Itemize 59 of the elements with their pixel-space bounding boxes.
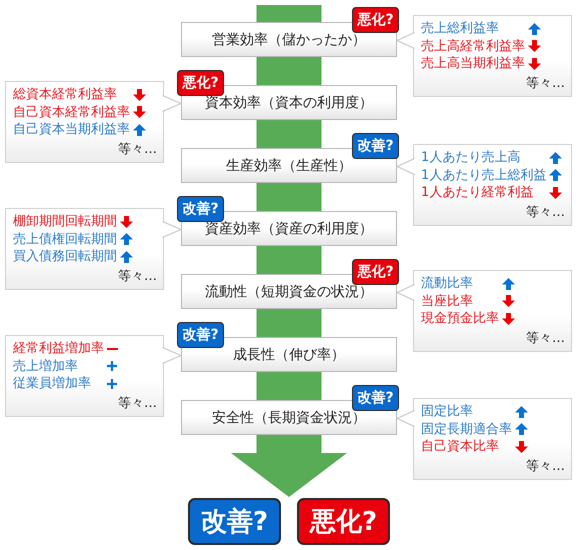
callout-pointer — [396, 158, 415, 175]
metric-text: 1人あたり売上総利益 — [421, 166, 546, 184]
callout-panel — [413, 398, 572, 480]
arrow-shaft — [256, 183, 322, 211]
metric-text: 1人あたり売上高 — [421, 149, 522, 166]
metric-text: 経常利益増加率 — [13, 340, 104, 358]
status-tag: 改善? — [177, 196, 224, 222]
callout-panel — [413, 270, 572, 352]
note-text: 等々… — [526, 204, 565, 220]
metric-text: 棚卸期間回転期間 — [13, 213, 117, 230]
metric-text: 自己資本経常利益率 — [13, 104, 130, 121]
note-text: 等々… — [118, 140, 157, 158]
metric-text: 従業員増加率 — [13, 375, 92, 392]
arrow-shaft — [256, 120, 322, 148]
metric-text: 固定長期適合率 — [421, 420, 512, 438]
arrow-shaft — [256, 309, 322, 337]
status-tag: 悪化? — [177, 70, 224, 96]
callout-pointer — [396, 284, 415, 301]
note-text: 等々… — [118, 268, 157, 284]
metric-text: 総資本経常利益率 — [13, 86, 118, 104]
callout-pointer — [162, 221, 182, 238]
arrow-shaft — [256, 246, 322, 274]
callout-panel — [5, 208, 164, 290]
callout-pointer — [396, 410, 415, 427]
status-tag: 改善? — [177, 322, 224, 348]
note-text: 等々… — [526, 74, 565, 92]
result-tag: 改善? — [188, 498, 281, 545]
note-text: 等々… — [526, 330, 565, 346]
note-text: 等々… — [526, 458, 565, 474]
callout-panel — [413, 144, 572, 226]
callout-pointer — [162, 347, 182, 364]
metric-text: 自己資本比率 — [421, 438, 500, 456]
status-tag: 改善? — [352, 133, 399, 159]
note-text: 等々… — [118, 394, 157, 412]
callout-pointer — [396, 32, 415, 49]
metric-text: 売上高当期利益率 — [421, 55, 525, 72]
metric-text: 当座比率 — [421, 292, 474, 310]
metric-text: 売上債権回転期間 — [13, 230, 117, 248]
metric-text: 固定比率 — [421, 403, 474, 420]
metric-text: 現金預金比率 — [421, 310, 499, 328]
status-tag: 悪化? — [352, 259, 399, 285]
metric-text: 買入債務回転期間 — [13, 248, 117, 266]
metric-text: 売上高経常利益率 — [421, 38, 525, 55]
metric-text: 流動比率 — [421, 275, 474, 292]
arrow-shaft — [256, 57, 322, 85]
metric-text: 売上増加率 — [13, 358, 79, 375]
callout-pointer — [162, 95, 182, 112]
callout-panel — [5, 335, 164, 417]
callout-panel — [413, 15, 572, 97]
metric-text: 自己資本当期利益率 — [13, 121, 130, 138]
arrow-shaft — [256, 372, 322, 400]
status-tag: 改善? — [352, 385, 399, 411]
metric-text: 1人あたり経常利益 — [421, 184, 534, 202]
result-tag: 悪化? — [297, 498, 390, 545]
arrow-shaft — [256, 5, 322, 22]
callout-panel — [5, 81, 164, 163]
status-tag: 悪化? — [352, 7, 399, 33]
metric-text: 売上総利益率 — [421, 20, 500, 38]
flow-arrow — [231, 435, 347, 497]
